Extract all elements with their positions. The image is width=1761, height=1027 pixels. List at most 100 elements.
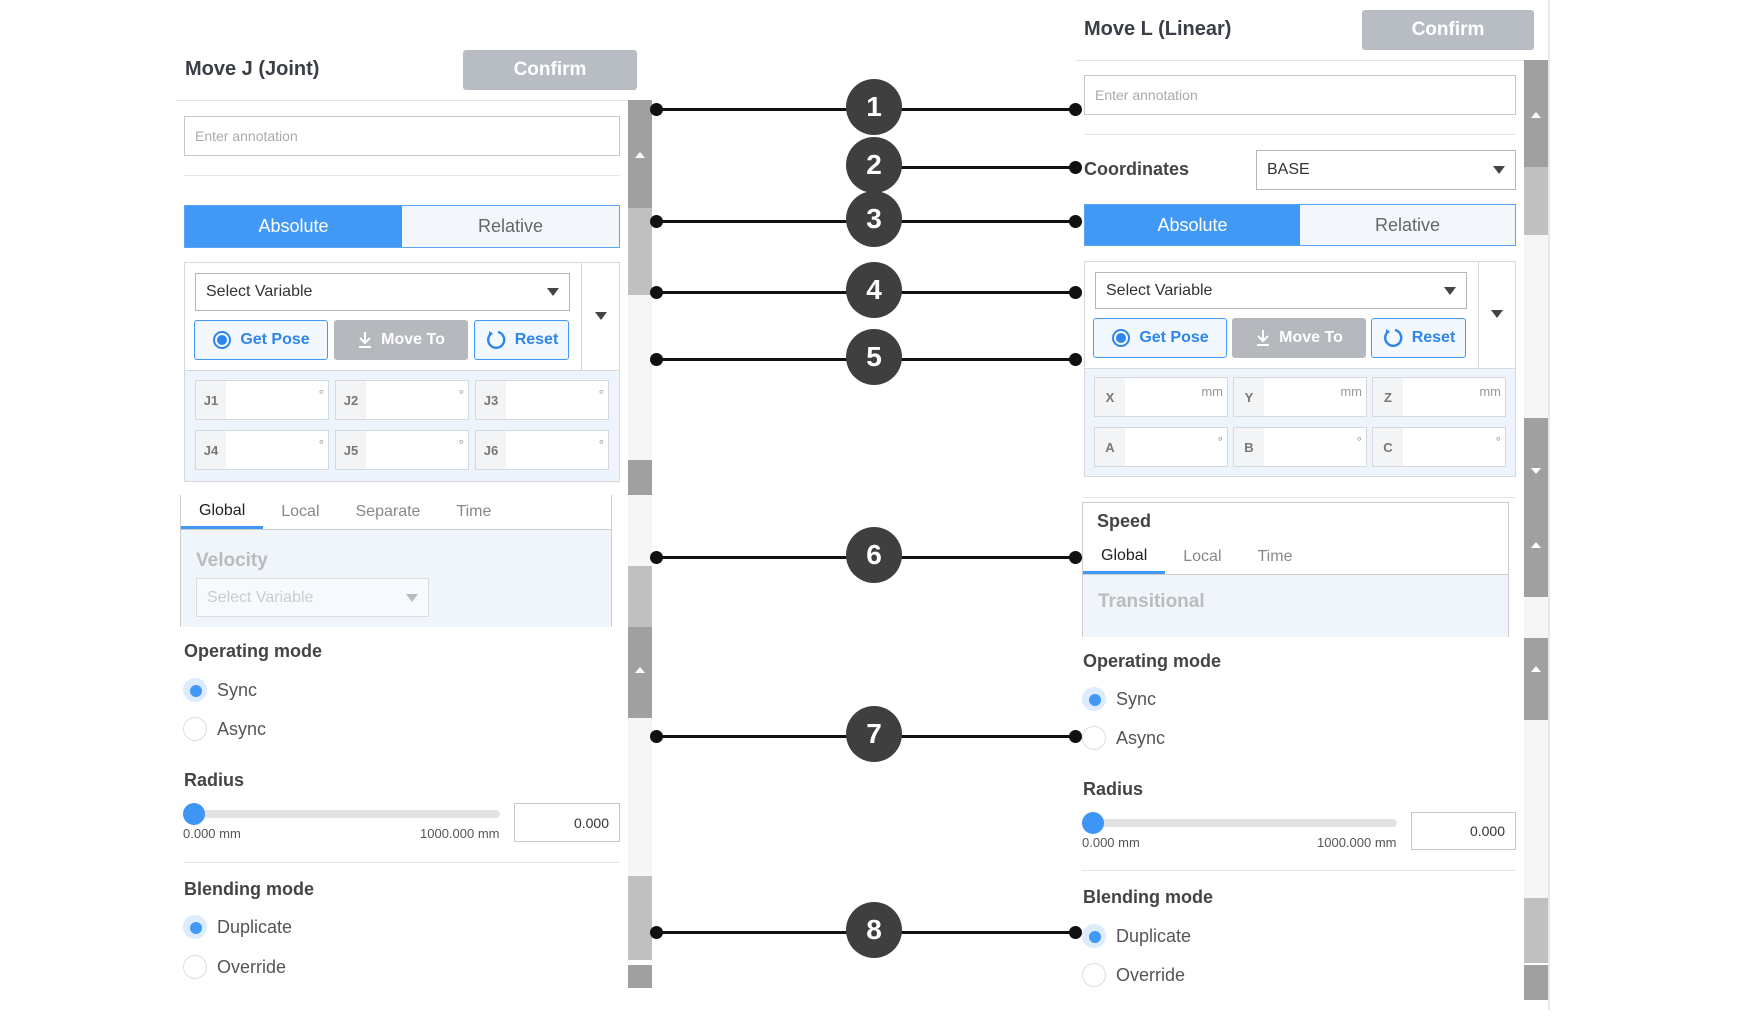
panel-title: Move J (Joint) [185,58,320,80]
pose-field-j4[interactable]: J4° [195,430,329,470]
field-label: Z [1373,378,1403,416]
async-label: Async [217,718,267,739]
radius-min-label: 0.000 mm [183,826,241,841]
pose-field-c[interactable]: C° [1372,427,1506,467]
tab-global[interactable]: Global [181,495,264,529]
field-unit: mm [1201,384,1223,399]
scrollbar-track[interactable] [1524,597,1548,638]
target-icon [213,331,232,349]
tab-local[interactable]: Local [1183,548,1222,565]
radius-input[interactable]: 0.000 [514,803,620,842]
pose-field-j3[interactable]: J3° [475,380,609,420]
callout-dot [1069,103,1082,116]
absolute-tab[interactable]: Absolute [185,206,402,247]
duplicate-label: Duplicate [217,916,293,937]
radius-slider-track[interactable] [1082,819,1397,827]
divider [581,263,582,370]
scrollbar-track[interactable] [1524,720,1548,898]
scrollbar-track[interactable] [628,495,652,566]
pose-field-j1[interactable]: J1° [195,380,329,420]
reset-button[interactable]: Reset [1371,318,1466,358]
callout-dot [1069,926,1082,939]
divider [184,175,620,176]
pose-field-a[interactable]: A° [1094,427,1228,467]
async-radio[interactable]: Async [1082,726,1165,750]
override-radio[interactable]: Override [183,955,286,979]
tab-time[interactable]: Time [1257,548,1293,565]
absolute-tab[interactable]: Absolute [1085,205,1300,245]
tab-time[interactable]: Time [456,503,492,520]
scrollbar-down-button[interactable] [628,460,652,495]
reset-button[interactable]: Reset [474,320,569,360]
tab-local[interactable]: Local [281,503,320,520]
move-to-button[interactable]: Move To [334,320,468,360]
expand-chevron-icon[interactable] [1491,310,1503,318]
annotation-input[interactable]: Enter annotation [184,116,620,156]
scrollbar-up-button[interactable] [1524,490,1548,597]
scrollbar-thumb[interactable] [1524,167,1548,235]
speed-box: Global Local Separate Time Velocity Sele… [180,495,612,627]
pose-field-j6[interactable]: J6° [475,430,609,470]
move-to-button[interactable]: Move To [1232,318,1366,358]
callout-badge: 2 [846,137,902,193]
pose-field-j5[interactable]: J5° [335,430,469,470]
chevron-down-icon [547,288,559,296]
relative-tab[interactable]: Relative [402,206,619,247]
scrollbar-track[interactable] [628,718,652,876]
scrollbar-up-button[interactable] [628,627,652,718]
sync-radio[interactable]: Sync [1082,687,1156,711]
radius-slider-handle[interactable] [183,803,205,825]
confirm-button[interactable]: Confirm [463,50,637,90]
scrollbar-up-button[interactable] [1524,60,1548,167]
field-unit: mm [1340,384,1362,399]
scrollbar-thumb[interactable] [1524,898,1548,963]
override-radio[interactable]: Override [1082,963,1185,987]
async-radio[interactable]: Async [183,717,266,741]
radio-checked-icon [183,678,207,702]
annotation-input[interactable]: Enter annotation [1084,75,1516,115]
scrollbar-thumb[interactable] [628,208,652,295]
select-variable-dropdown[interactable]: Select Variable [1095,272,1467,309]
scrollbar-down-button[interactable] [628,965,652,988]
confirm-button[interactable]: Confirm [1362,10,1534,50]
tab-global[interactable]: Global [1083,540,1166,574]
pose-field-j2[interactable]: J2° [335,380,469,420]
radius-slider-handle[interactable] [1082,812,1104,834]
scrollbar-up-button[interactable] [628,100,652,208]
radio-checked-icon [183,915,207,939]
callout-badge: 8 [846,902,902,958]
scrollbar-up-button[interactable] [1524,638,1548,720]
get-pose-button[interactable]: Get Pose [1093,318,1227,358]
radius-input[interactable]: 0.000 [1411,812,1516,850]
scrollbar-track[interactable] [628,295,652,460]
velocity-select[interactable]: Select Variable [196,578,429,617]
relative-tab[interactable]: Relative [1300,205,1515,245]
divider [1084,497,1516,498]
scrollbar-down-button[interactable] [1524,965,1548,1000]
radio-unchecked-icon [183,955,207,979]
field-unit: ° [1356,434,1362,449]
scrollbar-down-button[interactable] [1524,418,1548,490]
radius-max-label: 1000.000 mm [1317,835,1397,850]
field-unit: ° [598,437,604,452]
scrollbar-thumb[interactable] [628,876,652,960]
duplicate-radio[interactable]: Duplicate [183,915,292,939]
chevron-down-icon [1444,286,1456,295]
duplicate-label: Duplicate [1116,925,1192,946]
duplicate-radio[interactable]: Duplicate [1082,924,1191,948]
select-variable-dropdown[interactable]: Select Variable [195,273,570,311]
scrollbar-thumb[interactable] [628,566,652,627]
expand-chevron-icon[interactable] [595,312,607,320]
pose-field-b[interactable]: B° [1233,427,1367,467]
radius-slider-track[interactable] [183,810,500,818]
tab-separate[interactable]: Separate [355,503,421,520]
scrollbar-track[interactable] [1524,235,1548,418]
sync-label: Sync [217,679,258,700]
divider [183,862,620,863]
sync-radio[interactable]: Sync [183,678,257,702]
coordinates-dropdown[interactable]: BASE [1256,150,1516,190]
get-pose-button[interactable]: Get Pose [194,320,328,360]
